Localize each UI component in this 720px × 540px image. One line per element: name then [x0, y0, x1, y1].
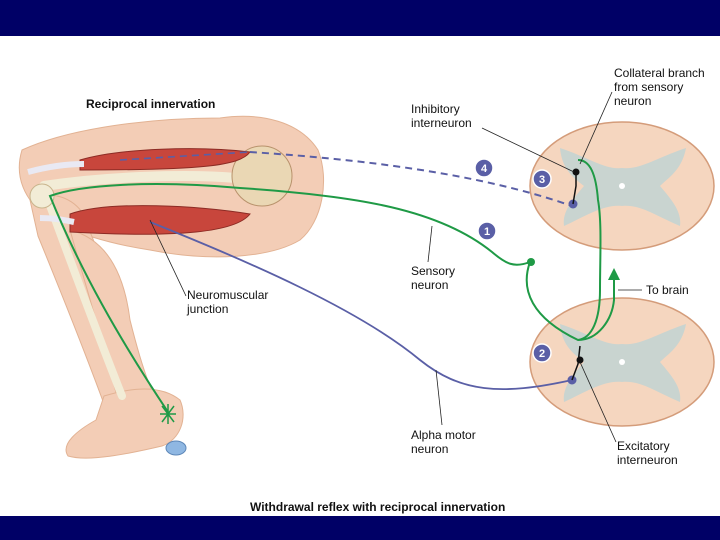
bottom-band — [0, 516, 720, 540]
label-nmj-1: Neuromuscular — [187, 288, 269, 302]
label-alpha-1: Alpha motor — [411, 428, 476, 442]
label-sensory-1: Sensory — [411, 264, 456, 278]
leader-inhibitory — [481, 127, 575, 173]
tibia — [44, 196, 126, 400]
leader-excitatory — [579, 361, 617, 443]
label-nmj-2: junction — [187, 302, 229, 316]
label-collateral-2: from sensory — [614, 80, 684, 94]
label-excitatory-1: Excitatory — [617, 439, 670, 453]
sensory-neuron — [48, 159, 602, 413]
top-band — [0, 0, 720, 36]
leader-lines — [149, 91, 642, 443]
quadriceps-muscle — [69, 205, 251, 235]
ascending-branch — [577, 276, 615, 341]
step-badge-2-circle — [532, 343, 552, 363]
leg-illustration — [18, 115, 324, 459]
inhibitory-interneuron-body — [572, 168, 580, 176]
diagram-title: Reciprocal innervation — [86, 97, 216, 111]
step-badge-2: 2 — [532, 343, 552, 363]
step-badge-3-circle — [532, 169, 552, 189]
motor-neuron-dashed — [249, 151, 573, 207]
step-badge-3: 3 — [532, 169, 552, 189]
tack — [165, 440, 187, 456]
step-badge-1-circle — [477, 221, 497, 241]
step-badge-2-number: 2 — [539, 348, 545, 360]
label-excitatory-2: interneuron — [617, 453, 678, 467]
cord-upper-central-canal — [619, 183, 625, 189]
spinal-cord-lower — [529, 297, 715, 427]
step-badge-3-number: 3 — [539, 174, 545, 186]
knee-joint — [29, 183, 55, 209]
label-sensory-2: neuron — [411, 278, 449, 292]
tendon-upper — [27, 161, 85, 175]
femur — [39, 171, 241, 191]
label-alpha-2: neuron — [411, 442, 449, 456]
spinal-cord-upper — [529, 121, 715, 251]
excitatory-interneuron-body — [576, 356, 584, 364]
diagram-caption: Withdrawal reflex with reciprocal innerv… — [250, 500, 506, 514]
to-brain-arrow-icon — [608, 268, 620, 280]
leader-alpha — [435, 369, 443, 426]
label-inhibitory-1: Inhibitory — [411, 102, 460, 116]
leader-sensory — [427, 225, 433, 263]
sensory-neuron-cell-body — [527, 258, 535, 266]
step-badge-1: 1 — [477, 221, 497, 241]
alpha-motor-neuron — [149, 221, 573, 391]
leader-nmj — [149, 219, 187, 297]
label-collateral-1: Collateral branch — [614, 66, 705, 80]
foot — [65, 388, 184, 459]
label-collateral-3: neuron — [614, 94, 652, 108]
step-badge-4: 4 — [474, 158, 494, 178]
motor-neuron-dashed-in-leg — [119, 151, 251, 161]
step-badge-4-number: 4 — [481, 163, 488, 175]
leader-collateral — [579, 91, 613, 165]
cord-lower-central-canal — [619, 359, 625, 365]
label-inhibitory-2: interneuron — [411, 116, 472, 130]
excitatory-interneuron — [571, 345, 581, 381]
label-to-brain: To brain — [646, 283, 689, 297]
tendon-lower — [39, 215, 75, 225]
step-badge-1-number: 1 — [484, 226, 490, 238]
sensory-branch-foot — [160, 404, 176, 424]
step-badge-4-circle — [474, 158, 494, 178]
